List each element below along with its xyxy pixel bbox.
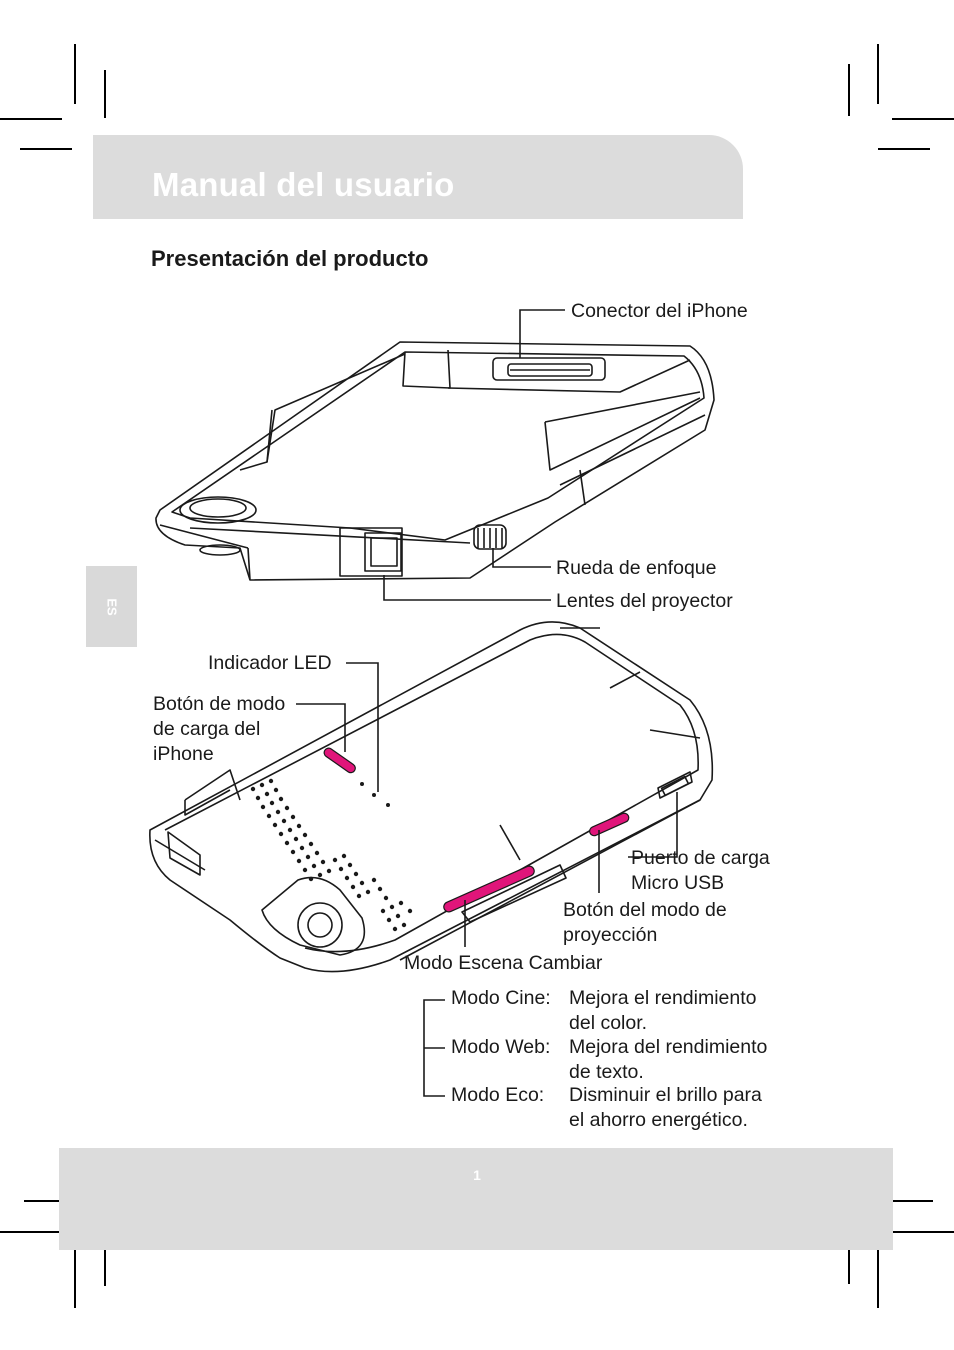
header-band <box>93 135 743 219</box>
mode-description: Disminuir el brillo para <box>569 1084 762 1106</box>
leader-projector-lens <box>383 575 551 601</box>
iphone-connector-graphic <box>492 357 606 381</box>
leader-led <box>346 662 379 792</box>
mode-description: el ahorro energético. <box>569 1109 748 1131</box>
mode-name: Modo Cine: <box>451 987 551 1009</box>
scene-mode-slider-graphic <box>443 865 535 913</box>
case-outline-bottom <box>149 621 714 973</box>
label-led-indicator: Indicador LED <box>208 652 332 674</box>
mode-description: de texto. <box>569 1061 644 1083</box>
label-focus-wheel: Rueda de enfoque <box>556 557 717 579</box>
footer-band <box>59 1148 893 1250</box>
micro-usb-port-graphic <box>657 771 693 799</box>
focus-wheel-graphic <box>473 524 507 550</box>
label-scene-mode: Modo Escena Cambiar <box>404 952 603 974</box>
mode-name: Modo Web: <box>451 1036 551 1058</box>
mode-name: Modo Eco: <box>451 1084 545 1106</box>
leader-usb <box>628 792 678 858</box>
page-number: 1 <box>473 1167 481 1183</box>
leader-focus-wheel <box>492 548 551 568</box>
case-outline-top <box>155 341 715 581</box>
section-title: Presentación del producto <box>151 246 429 271</box>
mode-description: Mejora el rendimiento <box>569 987 757 1009</box>
mode-description: del color. <box>569 1012 648 1034</box>
charge-mode-button-graphic <box>323 747 356 774</box>
speaker-grille <box>250 778 413 932</box>
leader-charge-button <box>296 703 346 752</box>
mode-description: Mejora del rendimiento <box>569 1036 768 1058</box>
leader-iphone-connector <box>519 309 565 358</box>
projector-lens-graphic <box>339 527 403 577</box>
language-tab: ES <box>86 566 137 647</box>
led-indicator-dot <box>360 782 364 786</box>
label-iphone-connector: Conector del iPhone <box>571 300 748 322</box>
page-title: Manual del usuario <box>152 166 455 203</box>
label-projector-lens: Lentes del proyector <box>556 590 733 612</box>
